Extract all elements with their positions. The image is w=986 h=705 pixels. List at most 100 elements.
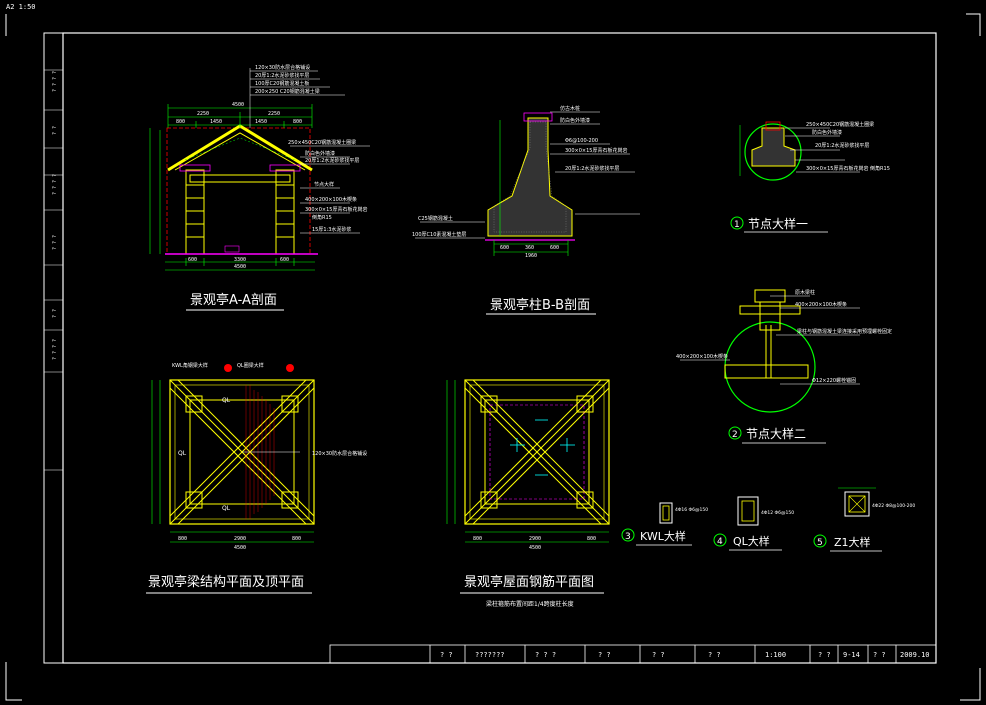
plan2-markers	[510, 419, 575, 476]
plan2-rebar	[489, 404, 585, 500]
note: 倒角R15	[312, 214, 332, 221]
dim: 800	[176, 119, 185, 125]
note: 300×0×15厚青石板花岗岩 倒角R15	[806, 165, 890, 172]
aa-capital-right	[269, 164, 301, 172]
bb-dim-text: 600 360 600 1960	[500, 245, 559, 259]
detail-3: 4Φ16 Φ6@150 3 KWL大样	[621, 502, 708, 546]
detail-1-num: 1	[734, 220, 740, 230]
tb-date: 2009.10	[900, 651, 930, 659]
bb-column-body	[487, 117, 573, 237]
strip-cell: ? ? ?	[52, 235, 58, 250]
dim: 4500	[529, 545, 541, 551]
strip-cell: ? ? ? ?	[52, 339, 58, 360]
detail-3-num: 3	[625, 532, 631, 542]
plan2-dim-text: 800 2900 800 4500	[473, 536, 596, 551]
detail-1-num-circle	[730, 216, 744, 230]
aa-step	[224, 245, 240, 253]
detail-1-title: 节点大样一	[748, 216, 808, 231]
tb-cell: ? ?	[873, 651, 886, 659]
strip-cell: ? ?	[52, 126, 58, 135]
note: 20厚1:2水泥砂浆找平层	[255, 72, 309, 79]
aa-beam	[189, 174, 291, 183]
note: 20厚1:2水泥砂浆找平层	[815, 142, 869, 149]
dim: 2250	[268, 111, 280, 117]
note: 200×250 C20钢筋混凝土梁	[255, 88, 320, 95]
note: 300×0×15厚青石板花岗岩	[305, 206, 367, 213]
detail-5-num: 5	[817, 538, 823, 548]
tb-cell: ? ?	[708, 651, 721, 659]
detail-5-title: Z1大样	[834, 535, 871, 549]
dim: 1960	[525, 253, 537, 259]
tb-sheet-no: 9-14	[843, 651, 860, 659]
svg-text:QL: QL	[222, 397, 231, 404]
dim: 800	[587, 536, 596, 542]
dim: 800	[292, 536, 301, 542]
strip-cell: ? ?	[52, 309, 58, 318]
note: 4Φ22 Φ8@100-200	[872, 503, 915, 509]
sheet-scale: A2 1:50	[6, 3, 36, 11]
plan1-marker-1	[224, 364, 232, 372]
tb-cell: ???????	[475, 651, 505, 659]
dim: 1450	[210, 119, 222, 125]
dim: 800	[178, 536, 187, 542]
note: 原木梁柱	[795, 289, 815, 296]
aa-notes: 120×30防水层合格铺设 20厚1:2水泥砂浆找平层 100厚C20钢筋混凝土…	[255, 64, 367, 233]
plan2-title: 景观亭屋面钢筋平面图	[464, 574, 594, 590]
note: Φ12×220螺栓锚固	[812, 377, 856, 384]
note: 仿古木桩	[560, 105, 580, 112]
plan1-notes: KWL角钢梁大样 QL圈梁大样 120×30防水层合格铺设 QL QL QL	[172, 362, 367, 512]
aa-envelope	[166, 127, 311, 255]
detail-4: 4Φ12 Φ6@150 4 QL大样	[713, 496, 794, 551]
plan1-marker-2	[286, 364, 294, 372]
svg-text:QL: QL	[178, 450, 187, 457]
tb-cell: ? ?	[598, 651, 611, 659]
dim: 2250	[197, 111, 209, 117]
plan-1: 800 2900 800 4500 KWL角钢梁大样 QL圈梁大样 120×30…	[146, 362, 367, 594]
note: C25钢筋混凝土	[418, 215, 453, 222]
tb-cell: ? ?	[652, 651, 665, 659]
note: 100厚C10素混凝土垫层	[412, 231, 466, 238]
note: 防白色外墙漆	[305, 150, 335, 157]
note: 4Φ12 Φ6@150	[761, 510, 794, 516]
aa-title: 景观亭A-A剖面	[190, 292, 277, 308]
aa-column-right	[275, 169, 295, 255]
note: 250×450C20钢筋混凝土圈梁	[288, 139, 356, 146]
note: 防白色外墙漆	[560, 117, 590, 124]
note: 120×30防水层合格铺设	[255, 64, 310, 71]
aa-section: 4500 2250 2250 800 1450 1450 800 600 330…	[149, 64, 370, 311]
plan2-note: 梁柱箍筋布置间距1/4跨度柱长度	[486, 600, 574, 608]
aa-roof-inner	[174, 132, 306, 171]
outer-frame	[43, 32, 937, 664]
dim: 3300	[234, 257, 246, 263]
dim: 600	[188, 257, 197, 263]
note: 4Φ16 Φ6@150	[675, 507, 708, 513]
aa-leaders	[249, 68, 370, 234]
detail-1-notes: 250×450C20钢筋混凝土圈梁 防白色外墙漆 20厚1:2水泥砂浆找平层 3…	[806, 121, 890, 172]
bb-dims	[493, 120, 569, 256]
left-strip	[44, 69, 63, 471]
title-block-text: ? ? ??????? ? ? ? ? ? ? ? ? ? 1:100 ? ? …	[440, 651, 930, 659]
dim: 600	[280, 257, 289, 263]
title-block	[329, 644, 937, 664]
aa-dims-top	[149, 104, 315, 271]
svg-text:QL: QL	[222, 505, 231, 512]
aa-dim-text: 4500 2250 2250 800 1450 1450 800 600 330…	[176, 102, 302, 270]
dim: 800	[293, 119, 302, 125]
plan-2: 800 2900 800 4500 景观亭屋面钢筋平面图 梁柱箍筋布置间距1/4…	[446, 379, 610, 608]
note: 100厚C20钢筋混凝土板	[255, 80, 309, 87]
aa-capital-left	[179, 164, 211, 172]
dim: 800	[473, 536, 482, 542]
note: 250×450C20钢筋混凝土圈梁	[806, 121, 874, 128]
dim: 600	[500, 245, 509, 251]
bb-leaders	[415, 111, 640, 239]
note: 20厚1:2水泥砂浆找平层	[305, 157, 359, 164]
note: 节点大样	[314, 181, 334, 188]
detail-1-cap	[765, 121, 781, 131]
note: QL圈梁大样	[237, 362, 264, 369]
strip-cell: ? ? ? ?	[52, 174, 58, 195]
detail-2: 原木梁柱 400×200×100木楔条 梁柱与钢筋混凝土梁连接采用预埋螺栓固定 …	[676, 289, 892, 444]
tb-cell: ? ?	[818, 651, 831, 659]
detail-1-circle	[744, 123, 802, 181]
detail-2-num-circle	[728, 426, 742, 440]
